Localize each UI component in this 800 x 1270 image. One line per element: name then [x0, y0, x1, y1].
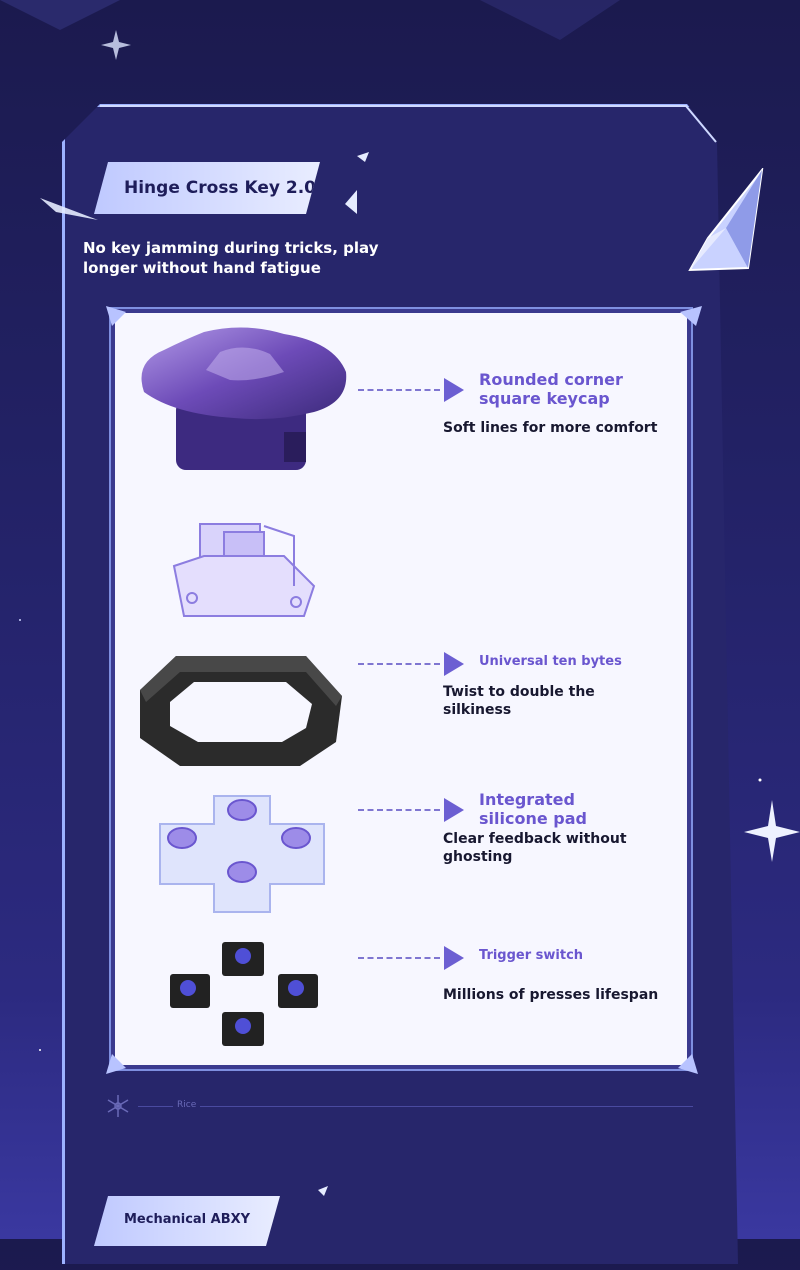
- arrow-right-icon: [444, 798, 464, 822]
- trigger-switch-part: [170, 942, 318, 1046]
- footer-label: Rice: [173, 1100, 201, 1110]
- snowflake-icon: [107, 1095, 129, 1117]
- sparkle-icon: [357, 152, 369, 162]
- crystal-icon: [688, 168, 764, 272]
- next-section-tag: Mechanical ABXY: [94, 1196, 280, 1246]
- arrow-right-icon: [444, 652, 464, 676]
- sparkle-icon: [40, 198, 98, 220]
- feature-description: Soft lines for more comfort: [443, 420, 658, 436]
- section-title-tag: Hinge Cross Key 2.0: [94, 162, 320, 214]
- sparkle-icon: [318, 1186, 328, 1196]
- feature-title: Rounded corner square keycap: [479, 370, 623, 408]
- corner-decoration: [680, 306, 702, 326]
- divider-line: [138, 1106, 693, 1107]
- arrow-right-icon: [444, 946, 464, 970]
- hinge-part: [172, 523, 316, 617]
- sparkle-icon: [345, 190, 357, 214]
- feature-description: Clear feedback without ghosting: [443, 831, 627, 865]
- ring-part: [140, 656, 342, 766]
- corner-decoration: [678, 1054, 698, 1074]
- section-title: Hinge Cross Key 2.0: [124, 178, 316, 198]
- feature-title: Trigger switch: [479, 948, 584, 963]
- keycap-part: [141, 327, 347, 470]
- feature-title: Universal ten bytes: [479, 654, 622, 669]
- corner-decoration: [106, 306, 126, 326]
- next-section-title: Mechanical ABXY: [124, 1212, 251, 1227]
- feature-description: Twist to double the silkiness: [443, 684, 595, 718]
- feature-description: Millions of presses lifespan: [443, 987, 659, 1003]
- silicone-pad-part: [159, 795, 325, 913]
- corner-decoration: [106, 1054, 126, 1074]
- arrow-right-icon: [444, 378, 464, 402]
- section-subtitle: No key jamming during tricks, play longe…: [83, 239, 379, 277]
- feature-title: Integrated silicone pad: [479, 790, 587, 828]
